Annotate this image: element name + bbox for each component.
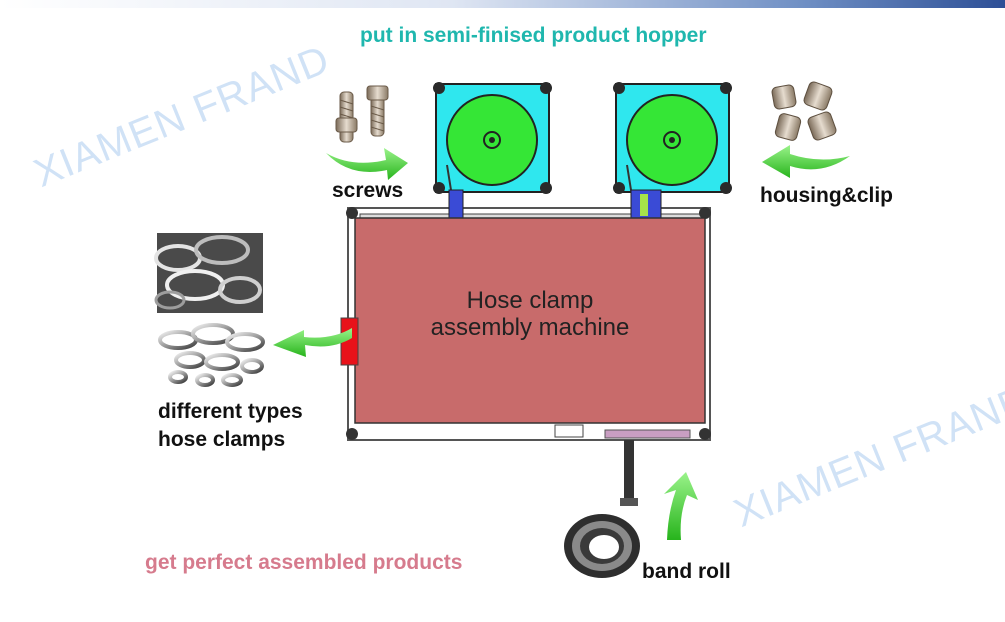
band-feed-post — [620, 440, 638, 506]
arrow-band-up-icon — [664, 472, 698, 540]
output-label: different types hose clamps — [158, 398, 303, 454]
hose-clamps-photo — [154, 233, 263, 313]
housing-clip-icon — [771, 81, 837, 141]
band-roll-label: band roll — [642, 560, 731, 583]
diagram-title: put in semi-finised product hopper — [360, 24, 707, 47]
arrow-housing-left-icon — [762, 145, 850, 178]
machine-label-line1: Hose clamp — [466, 287, 594, 314]
arrow-output-left-icon — [273, 328, 352, 357]
top-gradient-bar — [0, 0, 1005, 8]
output-label-line2: hose clamps — [158, 428, 286, 451]
hopper-right — [613, 82, 732, 221]
machine-label: Hose clamp assembly machine — [355, 287, 705, 341]
hopper-left — [433, 82, 552, 221]
screws-icon — [335, 85, 389, 143]
machine-label-line2: assembly machine — [430, 314, 630, 341]
arrow-screws-right-icon — [326, 148, 408, 180]
housing-clip-label: housing&clip — [760, 184, 893, 207]
machine-body — [354, 217, 706, 424]
hose-clamps-icon — [158, 323, 265, 387]
output-label-line1: different types — [158, 400, 303, 423]
screws-label: screws — [332, 179, 404, 202]
footer-caption: get perfect assembled products — [145, 551, 463, 574]
band-roll-icon — [564, 514, 640, 578]
